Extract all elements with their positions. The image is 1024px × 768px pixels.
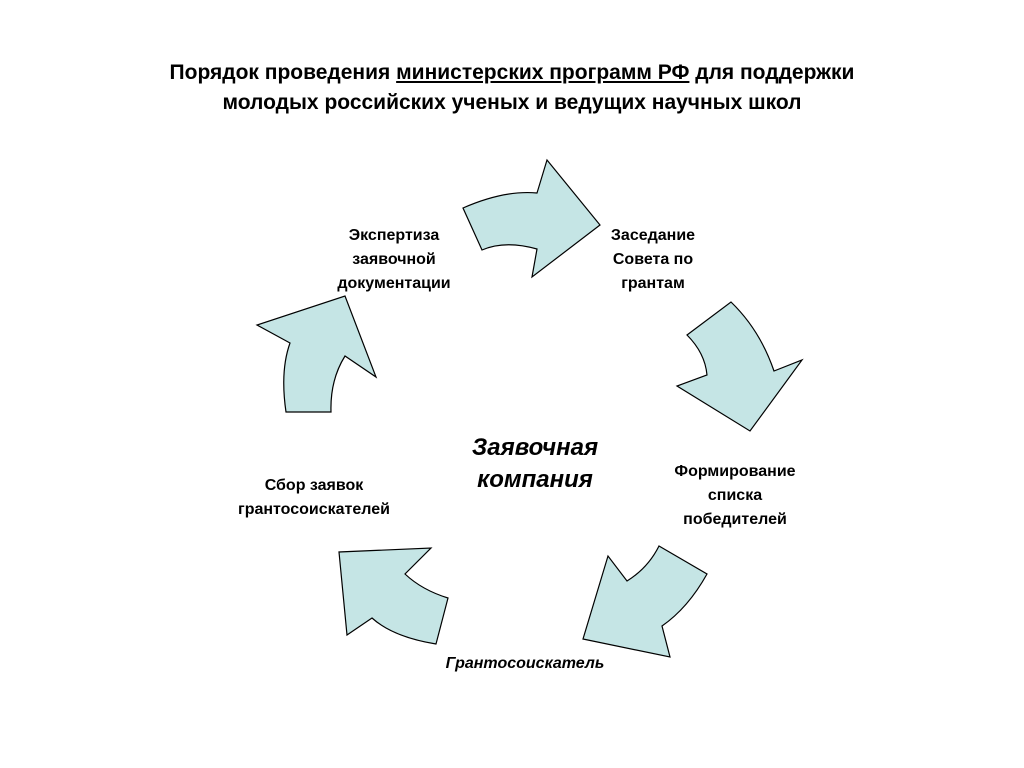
stage-winners: Формирование списка победителей [674, 463, 796, 528]
stage-applicant: Грантосоискатель [445, 655, 605, 672]
title-prefix: Порядок проведения [169, 61, 397, 84]
slide-title: Порядок проведения министерских программ… [0, 58, 1024, 118]
title-underlined: министерских программ РФ [396, 61, 690, 84]
title-suffix: для поддержки [689, 61, 855, 84]
cycle-arrow-lower-right [582, 545, 708, 658]
stage-expertise: Экспертиза заявочной документации [337, 227, 451, 292]
title-line-2: молодых российских ученых и ведущих науч… [222, 91, 802, 114]
cycle-arrow-left [255, 295, 378, 413]
stage-collection: Сбор заявок грантосоискателей [238, 477, 390, 518]
cycle-arrow-lower-left [338, 547, 449, 645]
cycle-arrow-right [675, 301, 804, 432]
title-line-1: Порядок проведения министерских программ… [0, 58, 1024, 88]
cycle-arrow-top [462, 158, 601, 279]
stage-council: Заседание Совета по грантам [610, 227, 696, 292]
center-label: Заявочная компания [471, 434, 599, 493]
